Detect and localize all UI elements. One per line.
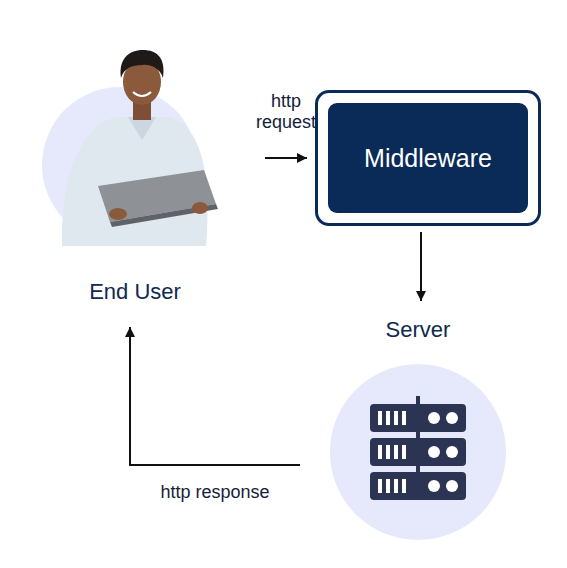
arrow-connector <box>130 327 300 465</box>
node-label: Middleware <box>328 103 528 213</box>
edge-label: http request <box>246 91 326 134</box>
node-circle <box>330 364 506 540</box>
node-circle <box>42 87 198 243</box>
node-label: Server <box>330 317 506 343</box>
user-node: End User <box>42 87 228 307</box>
edge-label: http response <box>130 482 300 504</box>
arrow-connector <box>420 232 422 301</box>
node-outline <box>42 87 228 307</box>
node-label: End User <box>42 279 228 305</box>
arrow-connector <box>265 157 307 159</box>
middleware-box: Middleware <box>315 90 541 226</box>
server-node: Server <box>330 315 506 543</box>
person-hair <box>121 50 164 78</box>
node-outline <box>330 315 506 543</box>
person-hand <box>192 202 208 214</box>
